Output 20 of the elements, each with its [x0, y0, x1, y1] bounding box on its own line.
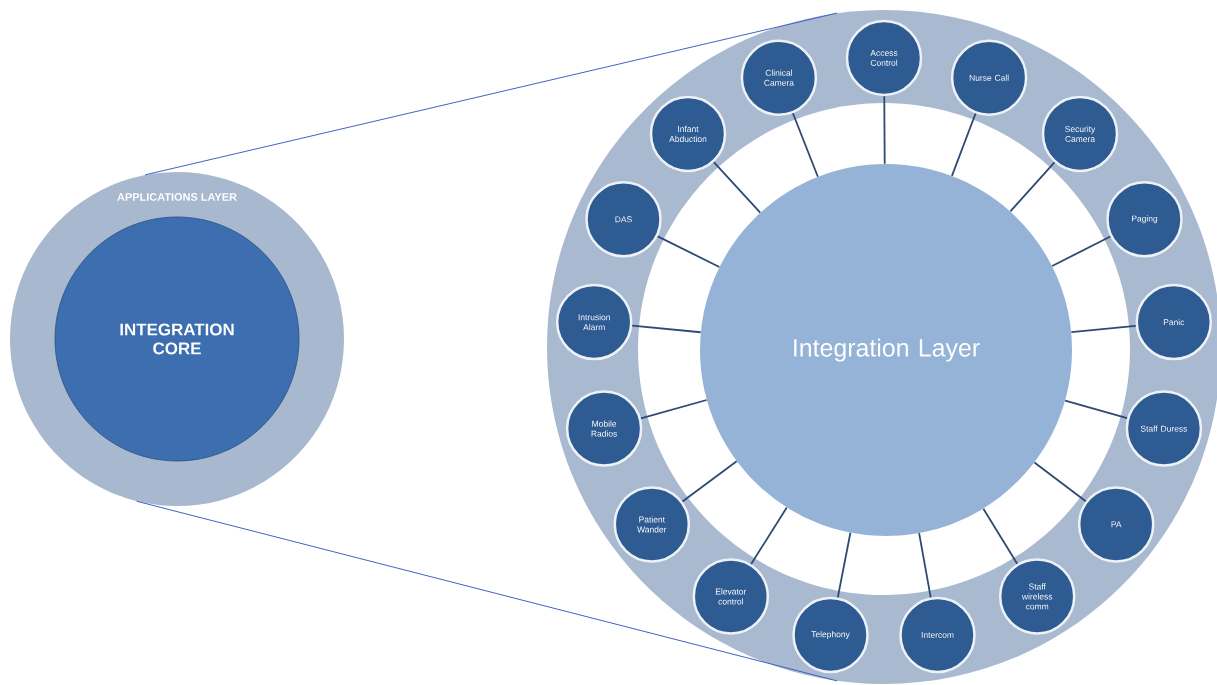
zoom-line — [144, 12, 838, 176]
connector-line — [640, 399, 708, 420]
connector-line — [1070, 324, 1137, 333]
connector-line — [982, 507, 1019, 565]
connector-line — [918, 532, 932, 599]
zoom-line — [136, 500, 838, 682]
connector-line — [681, 460, 738, 503]
connector-line — [792, 112, 819, 178]
connector-line — [1051, 235, 1112, 267]
connector-line — [712, 161, 762, 214]
connector-line — [1033, 461, 1087, 503]
ring-label: APPLICATIONS LAYER — [117, 193, 237, 201]
connector-line — [1064, 399, 1128, 420]
connector-line — [836, 531, 852, 599]
connector-line — [631, 324, 702, 334]
connector-line — [656, 235, 721, 268]
connector-line — [750, 506, 788, 565]
connector-line — [951, 112, 977, 177]
connector-line — [883, 95, 886, 165]
connector-line — [1009, 161, 1056, 213]
